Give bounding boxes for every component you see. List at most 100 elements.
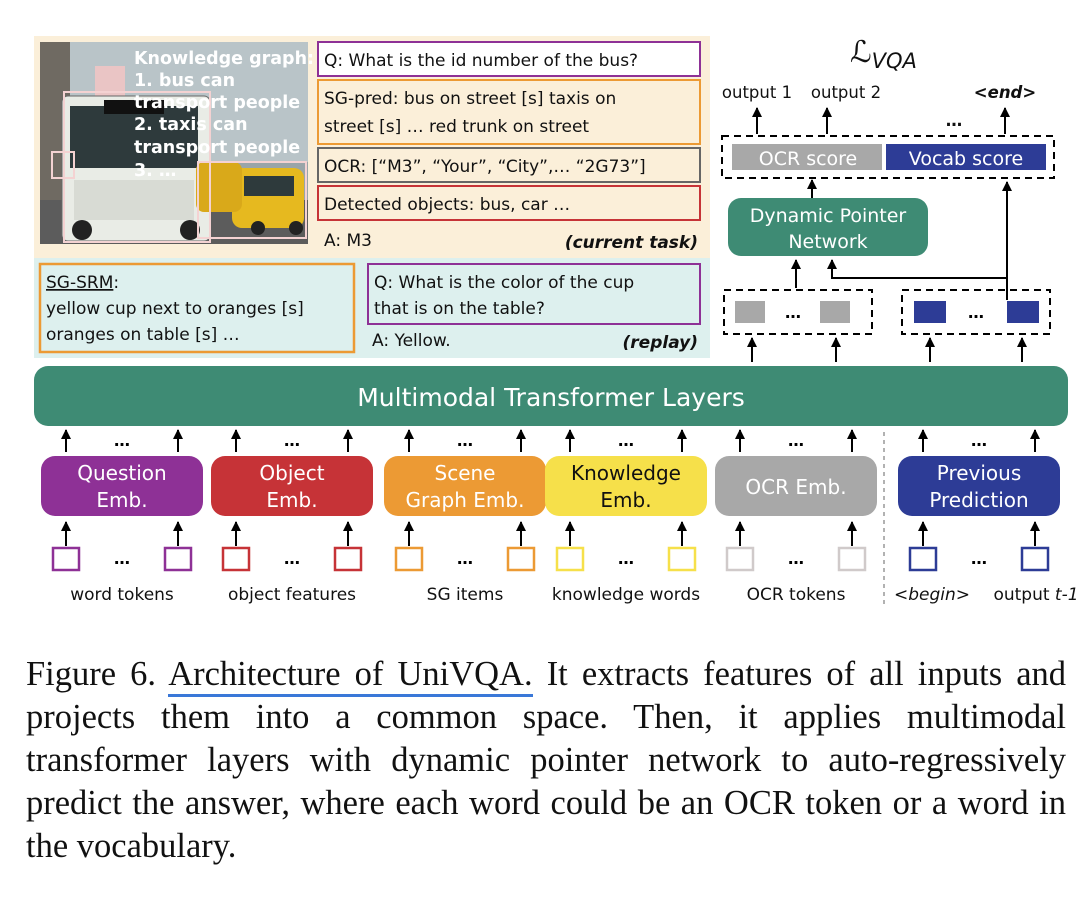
input-token-square [555,546,585,572]
ellipsis: … [114,431,130,450]
knowledge-emb-label: Knowledge [571,461,681,485]
input-token-square [908,546,938,572]
multimodal-transformer-layers [34,366,1068,426]
previous-prediction-box [898,456,1060,516]
bus-street-photo [40,42,308,244]
ocr-emb-box [715,456,877,516]
object-emb-input-label: object features [228,585,356,605]
previous-prediction-label: Previous [937,461,1022,485]
transformer-to-features-arrows [747,337,1027,362]
ocr-feature-square [735,301,765,323]
replay-question-text: that is on the table? [374,299,545,319]
sg-pred-text: street [s] … red trunk on street [324,117,589,137]
score-dashed-box [721,135,1055,179]
input-token-square [51,546,81,572]
ocr-text: OCR: [“M3”, “Your”, “City”,… “2G73”] [324,157,646,177]
begin-token-label: <begin> [894,585,970,605]
replay-answer: A: Yellow. [372,331,451,351]
knowledge-graph-title: Knowledge graph: [134,49,314,69]
question-box [317,41,701,77]
object-emb-label: Object [259,461,324,485]
detected-objects-box [317,185,701,221]
ocr-emb-label: OCR Emb. [745,475,846,499]
input-token-square [333,546,363,572]
prediction-feature-square [914,301,946,323]
ocr-feature-ellipsis: … [785,303,801,322]
dynamic-pointer-label: Dynamic Pointer [750,205,907,227]
loss-label: ℒVQA [850,35,917,73]
output-arrows [752,107,1010,134]
replay-tag: (replay) [623,333,698,353]
knowledge-graph-line: 2. taxis can [134,115,248,135]
question-text: Q: What is the id number of the bus? [324,51,638,71]
prediction-feature-ellipsis: … [968,303,984,322]
replay-question-box [367,263,701,325]
output-2-label: output 2 [811,83,881,102]
dynamic-pointer-label: Network [788,231,867,253]
knowledge-emb-box [545,456,707,516]
scene-graph-emb-input-label: SG items [427,585,504,605]
ocr-score-label: OCR score [759,148,858,170]
caption-label: Figure 6. [26,655,157,693]
knowledge-graph-line: 3. … [134,161,176,181]
replay-question-text: Q: What is the color of the cup [374,273,634,293]
sg-pred-box [317,79,701,145]
detected-objects-text: Detected objects: bus, car … [324,195,570,215]
sg-srm-box [38,262,356,354]
input-token-square [725,546,755,572]
ocr-features-dashed-box [723,289,873,335]
ocr-feature-square [820,301,850,323]
knowledge-emb-input-label: knowledge words [552,585,700,605]
object-emb-box [211,456,373,516]
ocr-emb-input-label: OCR tokens [747,585,846,605]
input-token-square [394,546,424,572]
question-emb-box [41,456,203,516]
ellipsis: … [971,431,987,450]
question-emb-input-label: word tokens [70,585,174,605]
ellipsis: … [284,549,300,568]
knowledge-graph-line: transport people [134,93,300,113]
ellipsis: … [788,431,804,450]
sg-pred-text: SG-pred: bus on street [s] taxis on [324,89,616,109]
ellipsis: … [788,549,804,568]
input-token-square [221,546,251,572]
object-emb-label: Emb. [266,488,317,512]
ocr-box [317,147,701,183]
transformer-label: Multimodal Transformer Layers [357,383,745,412]
ellipsis: … [457,549,473,568]
sg-srm-text: oranges on table [s] … [46,325,240,345]
sg-srm-text: yellow cup next to oranges [s] [46,299,304,319]
input-token-square [837,546,867,572]
caption-title: Architecture of UniVQA. [168,655,533,697]
previous-output-label: output t-1 [993,585,1078,605]
ocr-score-bar [732,144,882,170]
question-emb-label: Question [77,461,166,485]
vocab-score-bar [886,144,1046,170]
knowledge-emb-label: Emb. [600,488,651,512]
vocab-to-pointer-line [827,259,1007,279]
ellipsis: … [618,549,634,568]
ellipsis: … [971,549,987,568]
knowledge-graph-text: Knowledge graph: 1. bus can transport pe… [134,49,314,181]
previous-prediction-label: Prediction [929,488,1028,512]
ellipsis: … [114,549,130,568]
sg-srm-title: SG-SRM: [46,273,119,293]
ellipsis: … [284,431,300,450]
scene-graph-emb-label: Scene [435,461,496,485]
vocab-score-label: Vocab score [909,148,1023,170]
prediction-feature-square [1007,301,1039,323]
caption-body: It extracts features of all inputs and p… [26,655,1067,865]
input-token-square [506,546,536,572]
question-emb-label: Emb. [96,488,147,512]
ellipsis: … [618,431,634,450]
figure-caption: Figure 6. Architecture of UniVQA. It ext… [26,653,1066,868]
knowledge-graph-line: transport people [134,138,300,158]
scene-graph-emb-box [384,456,546,516]
output-ellipsis: … [946,111,963,130]
input-token-square [667,546,697,572]
current-task-tag: (current task) [565,233,698,253]
knowledge-graph-line: 1. bus can [134,71,235,91]
output-1-label: output 1 [722,83,792,102]
